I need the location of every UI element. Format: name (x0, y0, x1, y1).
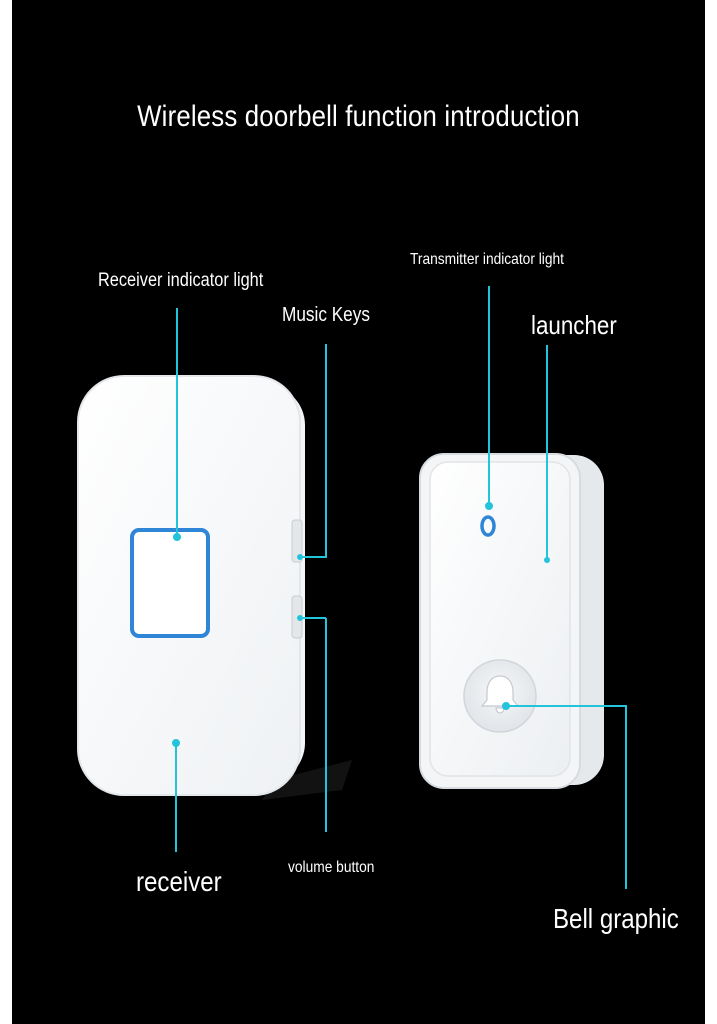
product-diagram: Wireless doorbell function introduction (12, 0, 705, 1024)
page-title: Wireless doorbell function introduction (137, 100, 580, 133)
device-illustration (77, 286, 627, 889)
label-receiver-indicator-light: Receiver indicator light (98, 270, 264, 291)
label-volume-button: volume button (288, 859, 375, 876)
callout-lines (175, 286, 627, 889)
label-transmitter-indicator-light: Transmitter indicator light (410, 251, 564, 268)
transmitter-indicator-light (480, 515, 496, 537)
receiver-device (77, 375, 352, 800)
label-launcher: launcher (531, 310, 617, 340)
transmitter-device (419, 453, 604, 789)
label-music-keys: Music Keys (282, 304, 370, 326)
label-bell-graphic: Bell graphic (553, 903, 679, 934)
callout-dots (172, 502, 550, 747)
receiver-indicator-light (130, 528, 210, 638)
label-receiver: receiver (136, 866, 222, 897)
